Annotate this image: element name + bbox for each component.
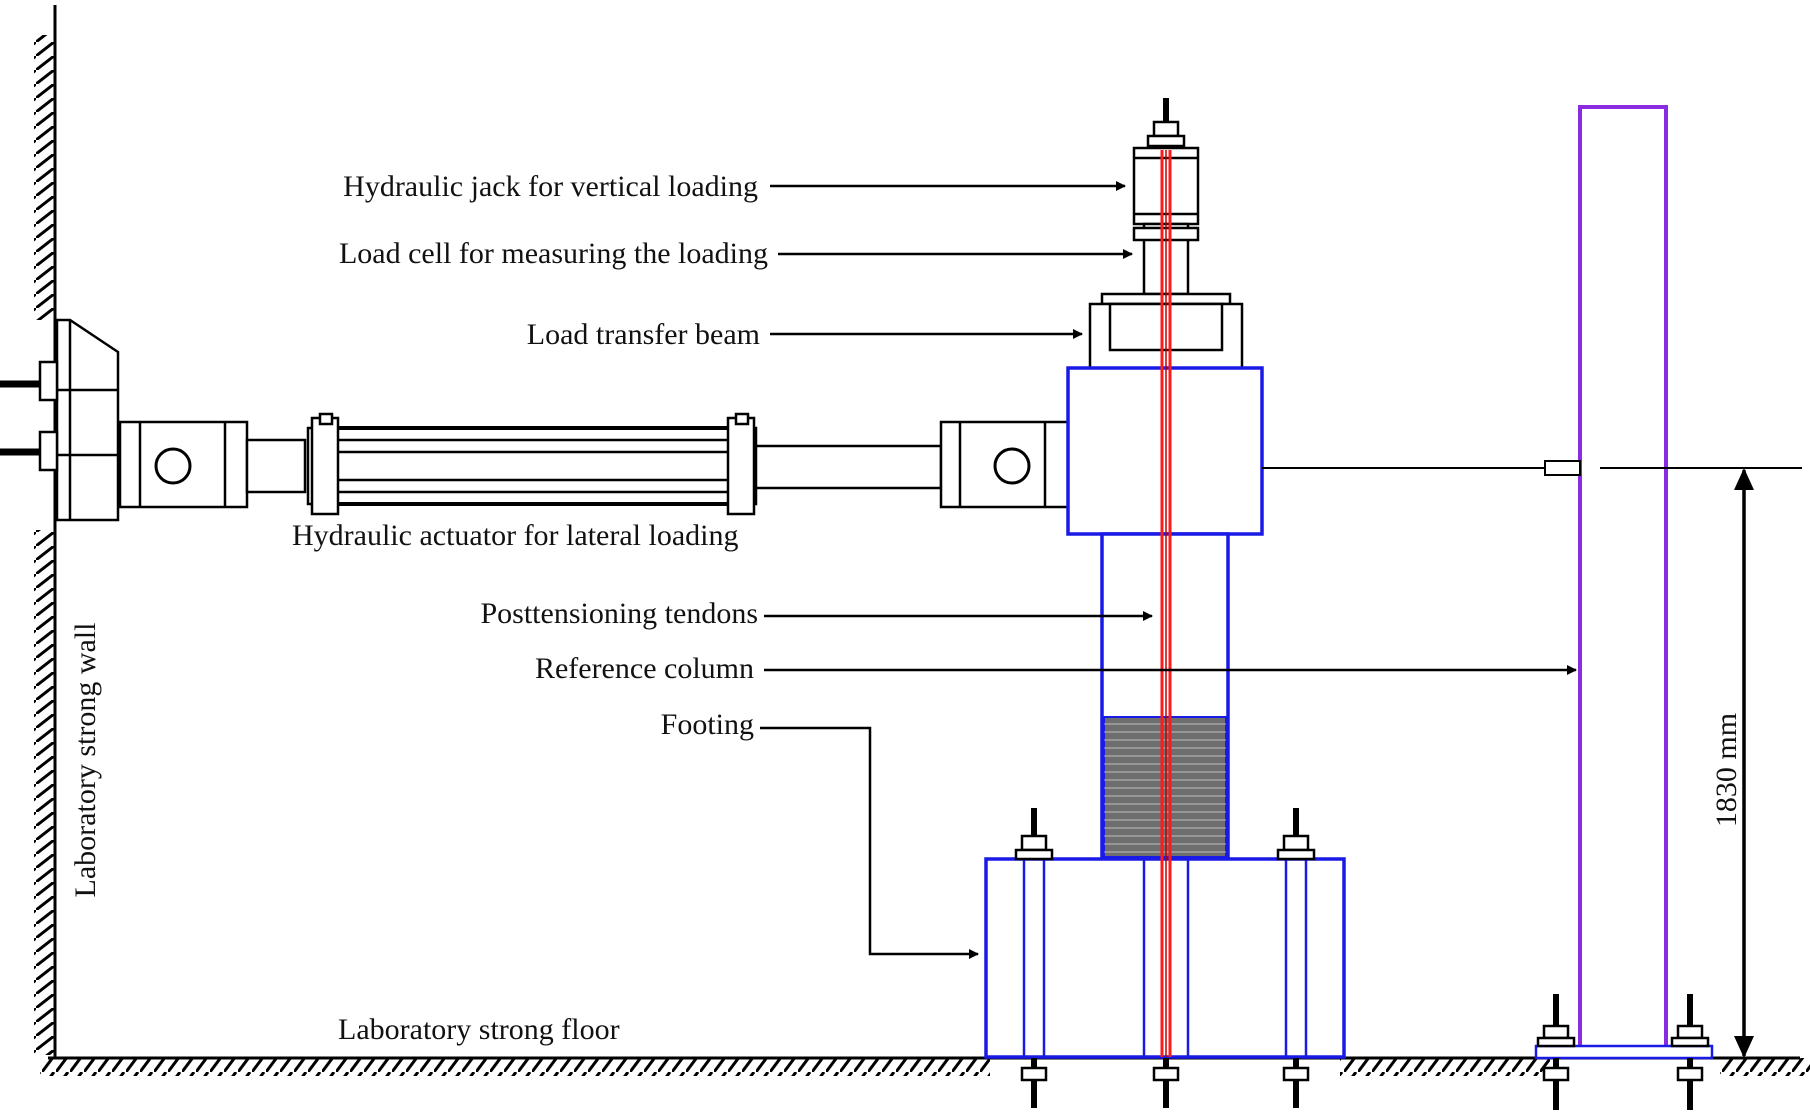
footing-block — [984, 857, 1346, 1059]
jack-label: Hydraulic jack for vertical loading — [343, 170, 758, 203]
strong-floor-label: Laboratory strong floor — [338, 1013, 620, 1046]
callout-arrows — [760, 181, 1577, 959]
height-dimension-label: 1830 mm — [1710, 713, 1743, 827]
strong-floor — [40, 1056, 1810, 1076]
reference-column — [1534, 105, 1714, 1110]
load-cell-label: Load cell for measuring the loading — [339, 237, 768, 270]
height-dimension — [1600, 467, 1802, 1058]
footing-arrow — [760, 726, 979, 959]
strong-wall-label: Laboratory strong wall — [69, 623, 102, 898]
footing-anchor-nuts — [1014, 808, 1316, 1108]
strong-wall — [34, 5, 57, 1058]
loading-head — [1066, 366, 1264, 536]
transfer-beam-label: Load transfer beam — [527, 318, 760, 351]
plastic-hinge-region — [1103, 716, 1227, 858]
actuator-label: Hydraulic actuator for lateral loading — [292, 519, 738, 552]
hydraulic-actuator — [0, 318, 1070, 522]
tendons-label: Posttensioning tendons — [480, 597, 758, 630]
footing-anchor-rods — [1022, 859, 1308, 1057]
displacement-transducer — [1262, 460, 1581, 476]
footing-label: Footing — [661, 708, 754, 741]
reference-column-label: Reference column — [535, 652, 754, 685]
posttensioning-tendon — [1160, 150, 1172, 1057]
